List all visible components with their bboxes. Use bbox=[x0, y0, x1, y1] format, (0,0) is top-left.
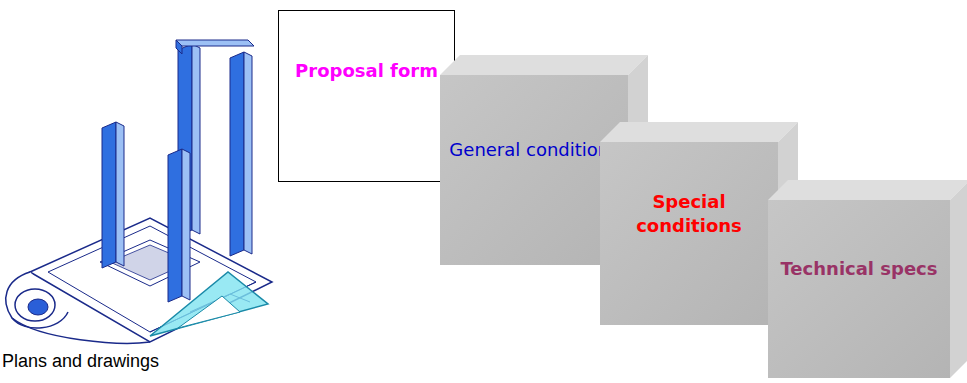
node-label: Special conditions bbox=[608, 190, 770, 237]
block-top bbox=[768, 180, 967, 200]
form-box: Proposal form bbox=[278, 10, 455, 182]
document-block: Special conditions bbox=[600, 142, 778, 325]
block-side bbox=[950, 180, 967, 378]
node-label: Proposal form bbox=[295, 59, 438, 82]
caption-label: Plans and drawings bbox=[2, 351, 159, 372]
block-top bbox=[600, 122, 798, 142]
block-top bbox=[440, 55, 648, 75]
document-block: Technical specs bbox=[768, 200, 950, 378]
node-label: General conditions bbox=[449, 138, 618, 161]
node-label: Technical specs bbox=[780, 257, 937, 280]
